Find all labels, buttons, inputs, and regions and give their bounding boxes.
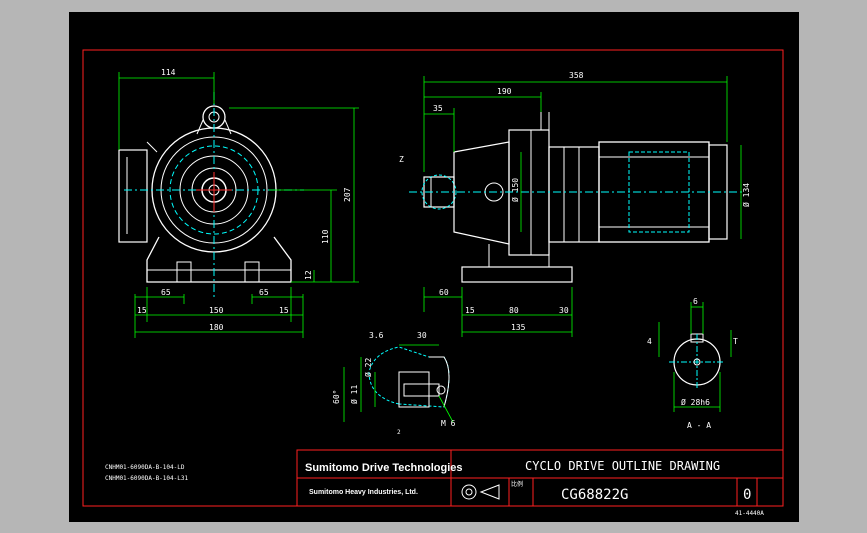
sheet-border xyxy=(82,49,784,507)
outline-drawing: 114 207 110 12 65 65 15 150 15 180 xyxy=(82,49,784,517)
dim-foot-right: 65 xyxy=(259,288,269,297)
dim-foot-edge-left: 15 xyxy=(137,306,147,315)
dim-side-base-left: 60 xyxy=(439,288,449,297)
dim-shaft-core: Ø 11 xyxy=(349,385,359,404)
dim-motor-to-flange: 190 xyxy=(497,87,512,96)
front-view xyxy=(118,92,304,297)
dim-foot-left: 65 xyxy=(161,288,171,297)
shaft-dimension-lines xyxy=(343,344,454,423)
dim-shaft-dia: Ø 22 xyxy=(363,358,373,377)
dim-side-base-right: 30 xyxy=(559,306,569,315)
dim-side-base-mid: 80 xyxy=(509,306,519,315)
dim-keyway-angle: 60° xyxy=(332,390,341,404)
model-code-1: CNHM01-6090DA-B-104-LD xyxy=(105,464,185,471)
dim-key-t: T xyxy=(733,337,738,346)
dim-side-base-total: 135 xyxy=(511,323,526,332)
dim-section-dia: Ø 28h6 xyxy=(681,397,710,407)
side-dimension-lines xyxy=(423,76,742,337)
shaft-detail xyxy=(368,346,450,408)
scale-label: 比例 xyxy=(511,480,523,488)
dim-shaft-extension: 35 xyxy=(433,104,443,113)
model-code-2: CNHM01-6090DA-B-104-L31 xyxy=(105,475,188,482)
side-view xyxy=(409,112,744,283)
dim-shaft-height: 110 xyxy=(321,229,330,244)
title-block-lines xyxy=(296,449,784,507)
projection-symbol-icon xyxy=(461,484,500,500)
label-detail-z: Z xyxy=(399,155,404,164)
dim-overall-length: 358 xyxy=(569,71,584,80)
label-section-a-a: A - A xyxy=(687,421,711,430)
dim-key-depth: 4 xyxy=(647,337,652,346)
dim-foot-edge-right: 15 xyxy=(279,306,289,315)
dim-front-height: 207 xyxy=(343,187,352,202)
sheet-code: 41-4440A xyxy=(735,510,764,517)
cad-canvas: 114 207 110 12 65 65 15 150 15 180 xyxy=(69,12,799,522)
dim-shaft-tip: M 6 xyxy=(441,419,456,428)
label-detail-small: 2 xyxy=(397,429,401,436)
section-a-a xyxy=(669,333,725,390)
dim-reducer-dia: Ø 150 xyxy=(510,178,520,202)
revision: 0 xyxy=(743,487,751,503)
dim-motor-dia: Ø 134 xyxy=(741,183,751,207)
dim-foot-span: 150 xyxy=(209,306,224,315)
dim-shaft-length: 30 xyxy=(417,331,427,340)
dim-key-width: 6 xyxy=(693,297,698,306)
dim-base-width: 180 xyxy=(209,323,224,332)
dim-side-base-edge: 15 xyxy=(465,306,475,315)
company-name: Sumitomo Heavy Industries, Ltd. xyxy=(309,489,418,496)
front-dimension-lines xyxy=(118,72,359,338)
dim-shaft-step: 3.6 xyxy=(369,331,384,340)
dim-front-width-top: 114 xyxy=(161,68,176,77)
brand-name: Sumitomo Drive Technologies xyxy=(305,462,463,474)
dim-base-thickness: 12 xyxy=(304,270,313,280)
section-dimension-lines xyxy=(658,302,732,412)
drawing-number: CG68822G xyxy=(561,487,628,503)
drawing-title: CYCLO DRIVE OUTLINE DRAWING xyxy=(525,459,720,473)
